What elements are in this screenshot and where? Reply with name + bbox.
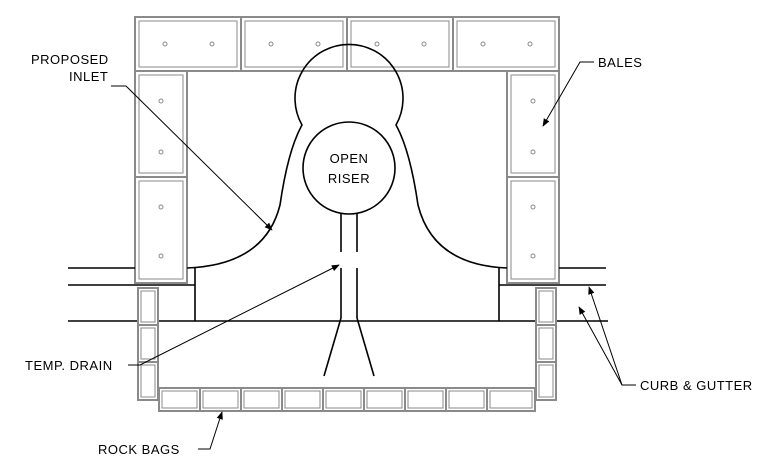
left-bales	[134, 70, 188, 284]
temp-drain-leader	[128, 264, 340, 366]
proposed-inlet-leader	[111, 85, 273, 231]
proposed-inlet-outline	[186, 43, 508, 269]
curb-gutter-leader-2	[578, 306, 623, 386]
top-bales	[134, 16, 560, 72]
bale	[452, 16, 560, 72]
proposed-inlet-label-line2: INLET	[69, 69, 108, 84]
leader-lines	[111, 61, 636, 450]
open-riser-label-line1: OPEN	[330, 151, 369, 166]
bale	[134, 16, 242, 72]
bales-label: BALES	[598, 55, 642, 70]
rock-bags-bottom	[158, 387, 536, 412]
temp-drain-label: TEMP. DRAIN	[25, 358, 113, 373]
proposed-inlet-label-line1: PROPOSED	[31, 52, 109, 67]
open-riser-circle	[302, 121, 396, 215]
bale	[240, 16, 348, 72]
curb-gutter-leader-1	[588, 286, 636, 386]
bales-leader	[542, 61, 594, 127]
bale	[134, 176, 188, 284]
rock-bags-label: ROCK BAGS	[98, 442, 180, 457]
temp-drain-pipe	[323, 214, 375, 377]
bale	[506, 176, 560, 284]
right-bales	[506, 70, 560, 284]
curb-gutter-label: CURB & GUTTER	[640, 378, 753, 393]
rock-bags-left	[137, 287, 159, 401]
bale	[506, 70, 560, 178]
rock-bags-leader	[198, 411, 223, 450]
bale	[346, 16, 454, 72]
rock-bags-right	[535, 287, 557, 401]
open-riser-label-line2: RISER	[328, 171, 370, 186]
bale	[134, 70, 188, 178]
